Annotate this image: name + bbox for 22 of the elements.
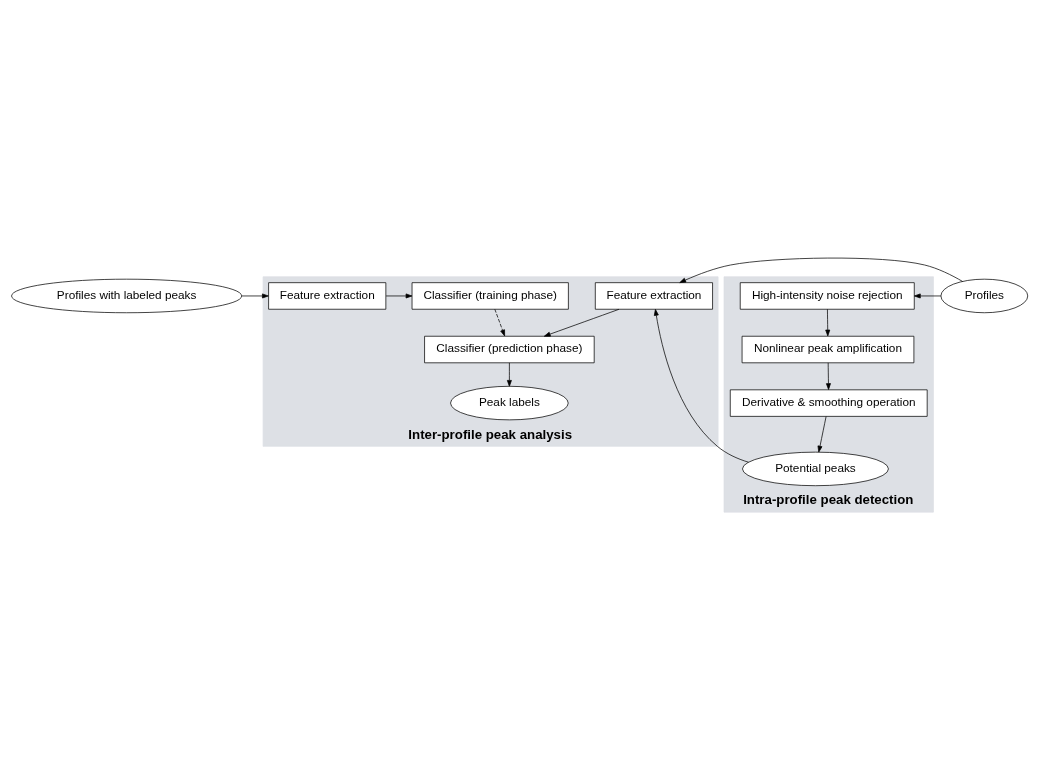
node-box: Classifier (prediction phase): [424, 335, 595, 364]
arrow: [826, 362, 831, 390]
node-box: Feature extraction: [268, 282, 387, 310]
arrow: [506, 362, 512, 387]
arrow: [817, 416, 827, 453]
arrow: [653, 309, 749, 463]
arrow: [825, 308, 831, 337]
node-ellipse: Profiles with labeled peaks: [11, 278, 243, 314]
node-box: High-intensity noise rejection: [739, 282, 915, 310]
arrow: [543, 308, 620, 337]
node-ellipse: Potential peaks: [742, 451, 889, 487]
node-box: Classifier (training phase): [411, 282, 569, 310]
arrow: [385, 293, 413, 299]
node-box: Derivative & smoothing operation: [729, 389, 928, 417]
node-ellipse: Profiles: [940, 278, 1029, 314]
arrow: [914, 293, 942, 299]
node-box: Nonlinear peak amplification: [741, 335, 915, 364]
arrow: [241, 293, 269, 299]
arrow: [679, 257, 963, 283]
arrow: [494, 308, 505, 337]
node-box: Feature extraction: [594, 282, 713, 310]
node-ellipse: Peak labels: [450, 385, 569, 421]
